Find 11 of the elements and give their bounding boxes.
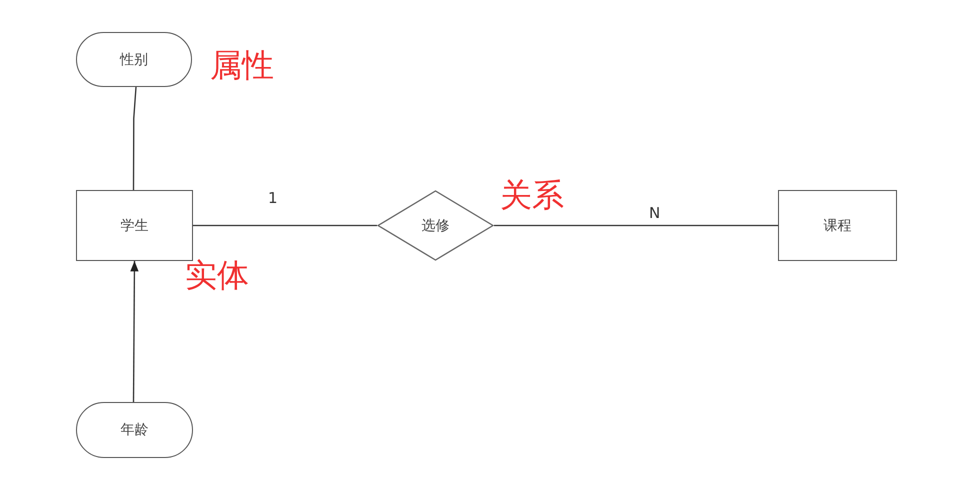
entity-box: 课程 — [778, 190, 897, 261]
connector-line — [193, 224, 377, 226]
arrow — [130, 261, 139, 402]
relationship-diamond: 选修 — [377, 190, 494, 261]
entity-box: 学生 — [76, 190, 193, 261]
annotation-label: 属性 — [210, 45, 274, 86]
attribute-pill: 性别 — [76, 32, 192, 87]
connector-line — [132, 86, 137, 190]
annotation-label: 关系 — [500, 175, 564, 216]
attribute-pill: 年龄 — [76, 402, 193, 458]
connector-line — [494, 224, 778, 226]
